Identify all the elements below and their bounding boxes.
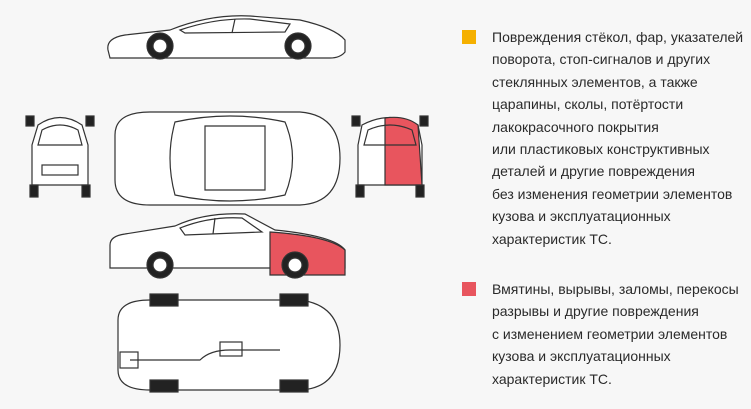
- car-side-view-right: [109, 213, 346, 279]
- car-front-view: [25, 115, 95, 198]
- legend-minor-damage: Повреждения стёкол, фар, указателей пово…: [462, 30, 751, 260]
- car-rear-view: [351, 115, 429, 198]
- car-side-view-left: [107, 15, 346, 60]
- major-damage-description: Вмятины, вырывы, заломы, перекосы разрыв…: [492, 282, 739, 387]
- car-damage-diagram: [25, 15, 429, 393]
- car-underside-view: [117, 293, 341, 393]
- minor-damage-description: Повреждения стёкол, фар, указателей пово…: [492, 30, 744, 247]
- car-top-view: [114, 111, 341, 206]
- major-damage-swatch: [462, 282, 476, 296]
- legend-major-damage: Вмятины, вырывы, заломы, перекосы разрыв…: [462, 282, 751, 402]
- minor-damage-swatch: [462, 30, 476, 44]
